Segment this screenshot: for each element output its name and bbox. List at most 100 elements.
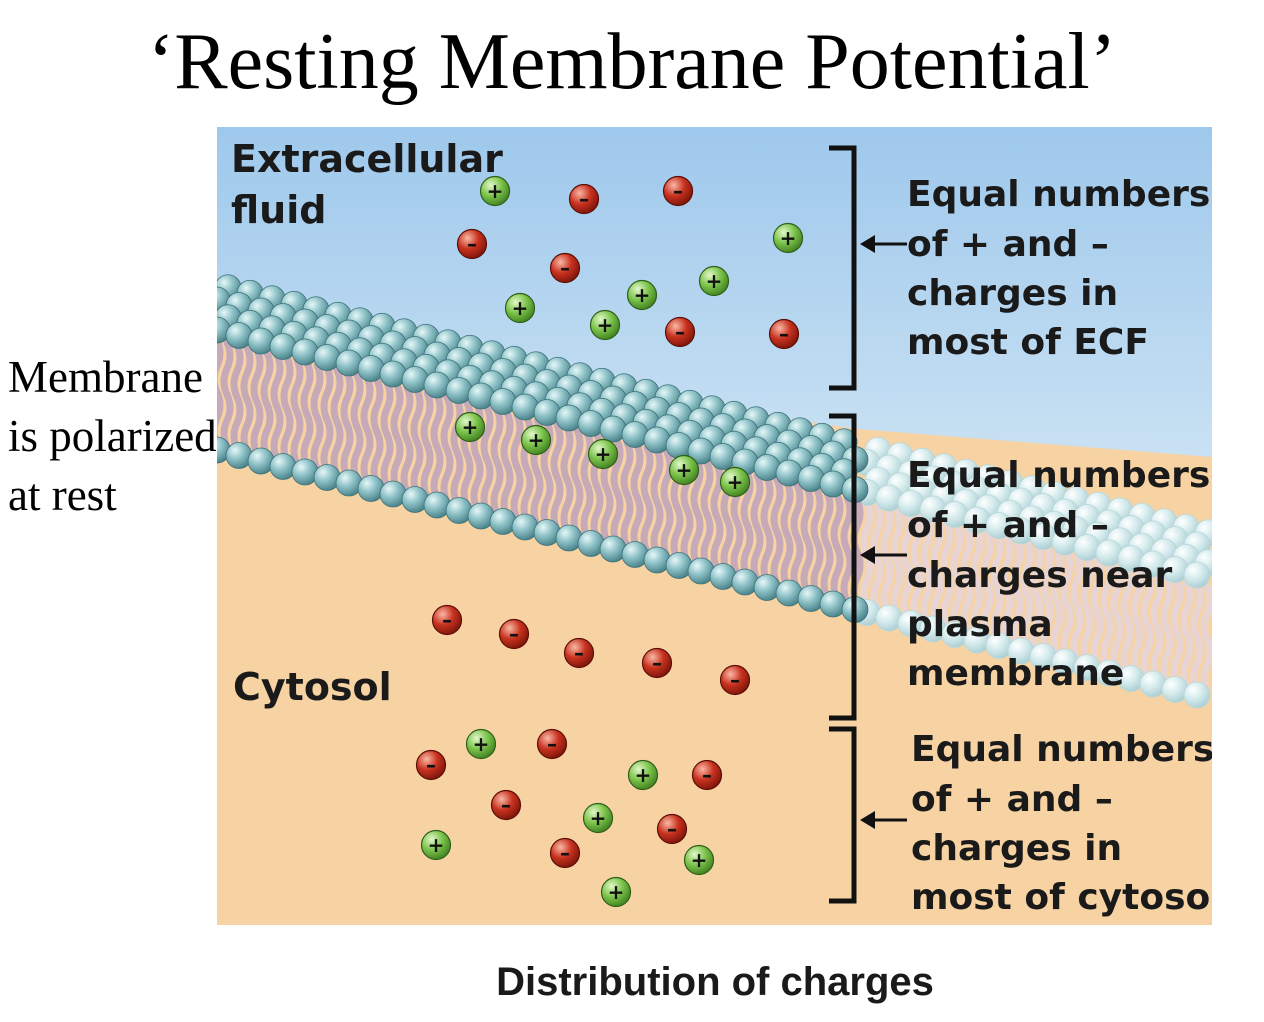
side-note-line-1: Membrane [8,352,203,402]
cation-ion-body [504,292,536,324]
plus-sign: + [528,428,545,452]
annotation-cytosol-line-2: of + and – [911,779,1113,820]
lipid-tail [750,471,764,583]
lipid-tail [290,356,304,468]
lipid-tail [400,384,414,495]
minus-sign: – [547,732,557,756]
minus-sign: – [426,753,436,777]
plus-sign: + [590,806,607,830]
lipid-tail [490,406,504,518]
lipid-tail [910,511,924,623]
anion-ion: – [431,604,463,636]
annotation-membrane-line-5: membrane [907,653,1124,694]
lipid-tail [220,339,234,450]
plus-sign: + [473,732,490,756]
cation-ion-body [627,759,659,791]
arrow-ecf [860,235,907,253]
anion-ion: – [563,637,595,669]
cation-ion-body [520,424,552,456]
anion-ion: – [490,789,522,821]
annotation-ecf-line-1: Equal numbers [907,174,1210,215]
anion-ion-body [563,637,595,669]
lipid-tail [830,491,844,603]
annotation-cytosol-line-1: Equal numbers [911,729,1212,770]
cation-ion: + [520,424,552,456]
minus-sign: – [574,641,584,665]
minus-sign: – [675,320,685,344]
annotation-ecf-line-4: most of ECF [907,322,1149,363]
lipid-tail [900,509,914,620]
minus-sign: – [652,651,662,675]
ecf-label-line-2: fluid [231,188,326,232]
cation-ion: + [454,411,486,443]
lipid-tail [810,486,824,598]
minus-sign: – [442,608,452,632]
anion-ion-body [719,664,751,696]
cation-ion: + [772,222,804,254]
anion-ion: – [662,175,694,207]
cytosol-label: Cytosol [233,665,392,709]
cation-ion-body [600,876,632,908]
arrow-membrane [860,546,907,564]
lipid-tail [760,474,774,585]
annotation-membrane: Equal numbers of + and – charges near pl… [907,455,1210,694]
lipid-tail [870,501,884,613]
lipid-tail [280,354,294,465]
lipid-tail [350,371,364,483]
plus-sign: + [635,763,652,787]
lipid-tail [880,504,894,615]
lipid-tail [310,361,324,473]
bracket-cytosol [829,726,857,904]
lipid-tail [790,481,804,593]
lipid-tail [1080,554,1094,665]
lipid-tail [1150,571,1164,683]
minus-sign: – [779,322,789,346]
plus-sign: + [706,269,723,293]
lipid-tail [1000,534,1014,645]
plus-sign: + [691,848,708,872]
minus-sign: – [579,187,589,211]
anion-ion-body [415,749,447,781]
cation-ion-body [420,829,452,861]
lipid-tail [250,346,264,458]
anion-ion-body [549,837,581,869]
plus-sign: + [487,179,504,203]
lipid-tail [630,441,644,553]
cation-ion: + [479,175,511,207]
membrane-diagram-canvas: Extracellular fluid Cytosol Equal number… [203,127,1223,925]
lipid-tail [740,469,754,580]
bracket-membrane [829,413,857,721]
lipid-tail [980,529,994,640]
lipid-tail [1060,549,1074,660]
lipid-tail [1170,576,1184,688]
cation-ion-body [454,411,486,443]
ions: +––+––++++––+++++–––––+––+––+–+–++ [415,175,804,908]
lipid-tail [960,524,974,635]
cation-ion: + [587,438,619,470]
ecf-label-line-1: Extracellular [231,137,503,181]
side-note-line-2: is polarized [8,411,217,461]
cation-ion-body [479,175,511,207]
lipid-tail [510,411,524,523]
anion-ion-body [691,759,723,791]
lipid-tail [690,456,704,568]
lipid-tail [430,391,444,503]
lipid-tail [770,476,784,588]
cation-ion: + [719,466,751,498]
anion-ion: – [498,618,530,650]
lipid-tail [620,439,634,550]
lipid-tail [700,459,714,570]
anion-ion: – [456,228,488,260]
cation-ion: + [600,876,632,908]
lipid-head [1183,681,1211,709]
anion-ion: – [549,837,581,869]
plus-sign: + [512,296,529,320]
lipid-tail [1180,579,1194,690]
cation-ion: + [582,802,614,834]
cation-ion-body [582,802,614,834]
annotation-ecf-line-3: charges in [907,273,1118,314]
lipid-tail [1140,569,1154,680]
plus-sign: + [597,313,614,337]
minus-sign: – [673,179,683,203]
annotation-ecf-line-2: of + and – [907,224,1109,265]
